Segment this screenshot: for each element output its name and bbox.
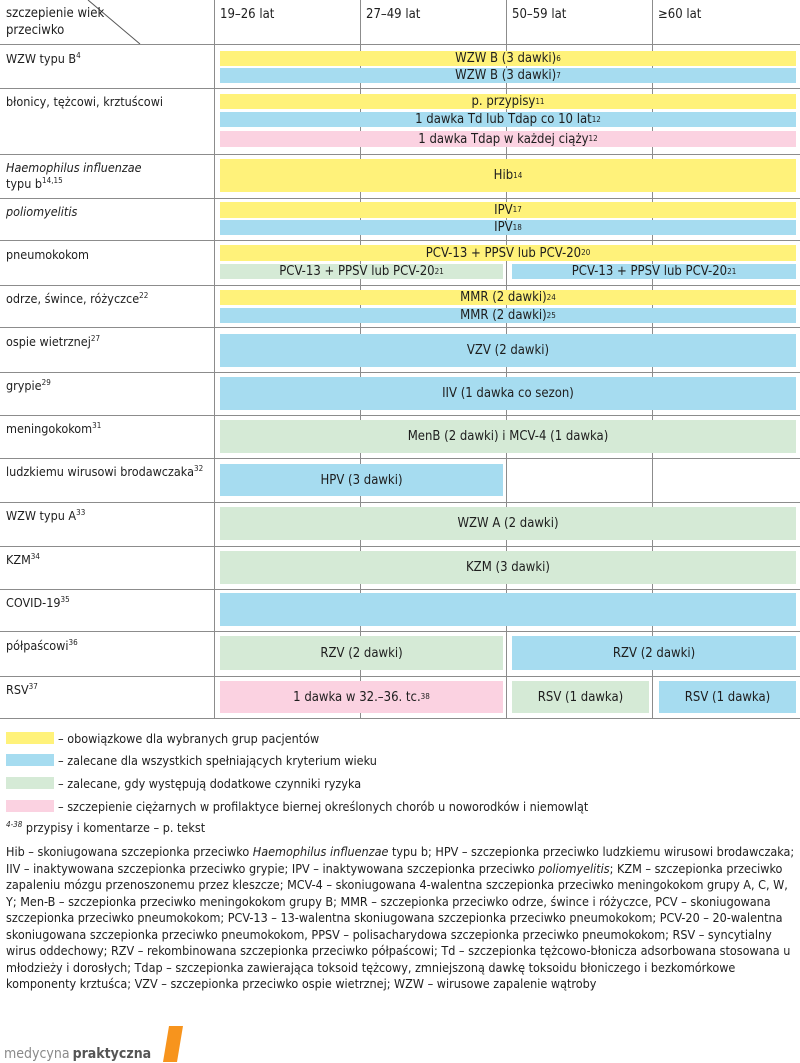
bar-meningococcal: MenB (2 dawki) i MCV-4 (1 dawka)	[220, 420, 796, 453]
corner-diagonal-line	[87, 0, 141, 44]
column-header-60-plus: ≥60 lat	[658, 7, 702, 22]
row-label-zoster: półpaścowi36	[6, 637, 78, 653]
bar-tbe: KZM (3 dawki)	[220, 551, 796, 584]
row-label-tbe: KZM34	[6, 551, 40, 567]
row-divider	[0, 198, 800, 199]
column-header-27-49: 27–49 lat	[366, 7, 421, 22]
legend-item-recommended: – zalecane dla wszystkich spełniających …	[6, 753, 377, 768]
row-divider	[0, 285, 800, 286]
abbreviation-segment: poliomyelitis	[538, 860, 610, 876]
row-label-hpv: ludzkiemu wirusowi brodawczaka32	[6, 463, 204, 479]
vaccination-schedule-table: szczepienie wiek przeciwko 19–26 lat 27–…	[0, 0, 800, 719]
abbreviation-segment: typu b; HPV – szczepionka przeciwko ludz…	[6, 844, 795, 876]
column-divider	[214, 0, 215, 719]
abbreviation-segment: Haemophilus influenzae	[252, 844, 389, 859]
legend-swatch-blue	[6, 754, 54, 766]
corner-label-age: szczepienie wiek	[6, 6, 105, 21]
table-bottom-border	[0, 718, 800, 719]
legend-item-risk: – zalecane, gdy występują dodatkowe czyn…	[6, 776, 361, 791]
row-label-mmr: odrze, śwince, różyczce22	[6, 290, 149, 306]
bar-hbv-mandatory: WZW B (3 dawki)6	[220, 51, 796, 66]
bar-rzv-recommended: RZV (2 dawki)	[512, 636, 796, 670]
row-label-polio: poliomyelitis	[6, 204, 78, 219]
row-label-hav: WZW typu A33	[6, 507, 86, 523]
footnote-reference: 4-38 przypisy i komentarze – p. tekst	[6, 820, 206, 836]
abbreviation-segment: Hib – skoniugowana szczepionka przeciwko	[6, 844, 253, 859]
bar-hbv-recommended: WZW B (3 dawki)7	[220, 68, 796, 83]
legend-item-pregnancy: – szczepienie ciężarnych w profilaktyce …	[6, 799, 588, 814]
row-divider	[0, 44, 800, 45]
abbreviations-text: Hib – skoniugowana szczepionka przeciwko…	[6, 844, 796, 993]
column-header-50-59: 50–59 lat	[512, 7, 567, 22]
row-divider	[0, 154, 800, 155]
row-label-meningococcal: meningokokom31	[6, 420, 102, 436]
row-divider	[0, 502, 800, 503]
row-label-varicella: ospie wietrznej27	[6, 333, 101, 349]
bar-rzv-risk: RZV (2 dawki)	[220, 636, 503, 670]
bar-hpv: HPV (3 dawki)	[220, 464, 503, 496]
legend-swatch-yellow	[6, 732, 54, 744]
row-divider	[0, 327, 800, 328]
bar-iiv: IIV (1 dawka co sezon)	[220, 377, 796, 410]
row-divider	[0, 372, 800, 373]
bar-rsv-risk: RSV (1 dawka)	[512, 681, 649, 713]
row-divider	[0, 631, 800, 632]
row-divider	[0, 240, 800, 241]
row-label-covid: COVID-1935	[6, 594, 70, 610]
column-header-19-26: 19–26 lat	[220, 7, 275, 22]
logo-text-light: medycyna	[4, 1046, 70, 1062]
bar-vzv: VZV (2 dawki)	[220, 334, 796, 367]
row-divider	[0, 676, 800, 677]
row-label-influenza: grypie29	[6, 377, 51, 393]
bar-mmr-mandatory: MMR (2 dawki)24	[220, 290, 796, 305]
bar-covid	[220, 593, 796, 626]
row-label-rsv: RSV37	[6, 681, 38, 697]
bar-mmr-recommended: MMR (2 dawki)25	[220, 308, 796, 323]
logo-mark	[163, 1026, 184, 1062]
row-divider	[0, 458, 800, 459]
logo-text-bold: praktyczna	[72, 1046, 152, 1062]
row-divider	[0, 88, 800, 89]
row-label-pneumococcal: pneumokokom	[6, 247, 90, 262]
bar-rsv-recommended: RSV (1 dawka)	[659, 681, 796, 713]
abbreviation-segment: ; KZM – szczepionka przeciwko zapaleniu …	[6, 860, 791, 992]
row-label-hbv: WZW typu B4	[6, 50, 81, 66]
row-divider	[0, 546, 800, 547]
legend-swatch-pink	[6, 800, 54, 812]
row-divider	[0, 589, 800, 590]
bar-rsv-pregnancy: 1 dawka w 32.–36. tc.38	[220, 681, 503, 713]
corner-label-vaccine: przeciwko	[6, 23, 65, 38]
row-divider	[0, 415, 800, 416]
legend-swatch-green	[6, 777, 54, 789]
bar-hav: WZW A (2 dawki)	[220, 507, 796, 540]
legend-item-mandatory: – obowiązkowe dla wybranych grup pacjent…	[6, 731, 319, 746]
row-label-dtp: błonicy, tężcowi, krztuścowi	[6, 94, 164, 109]
